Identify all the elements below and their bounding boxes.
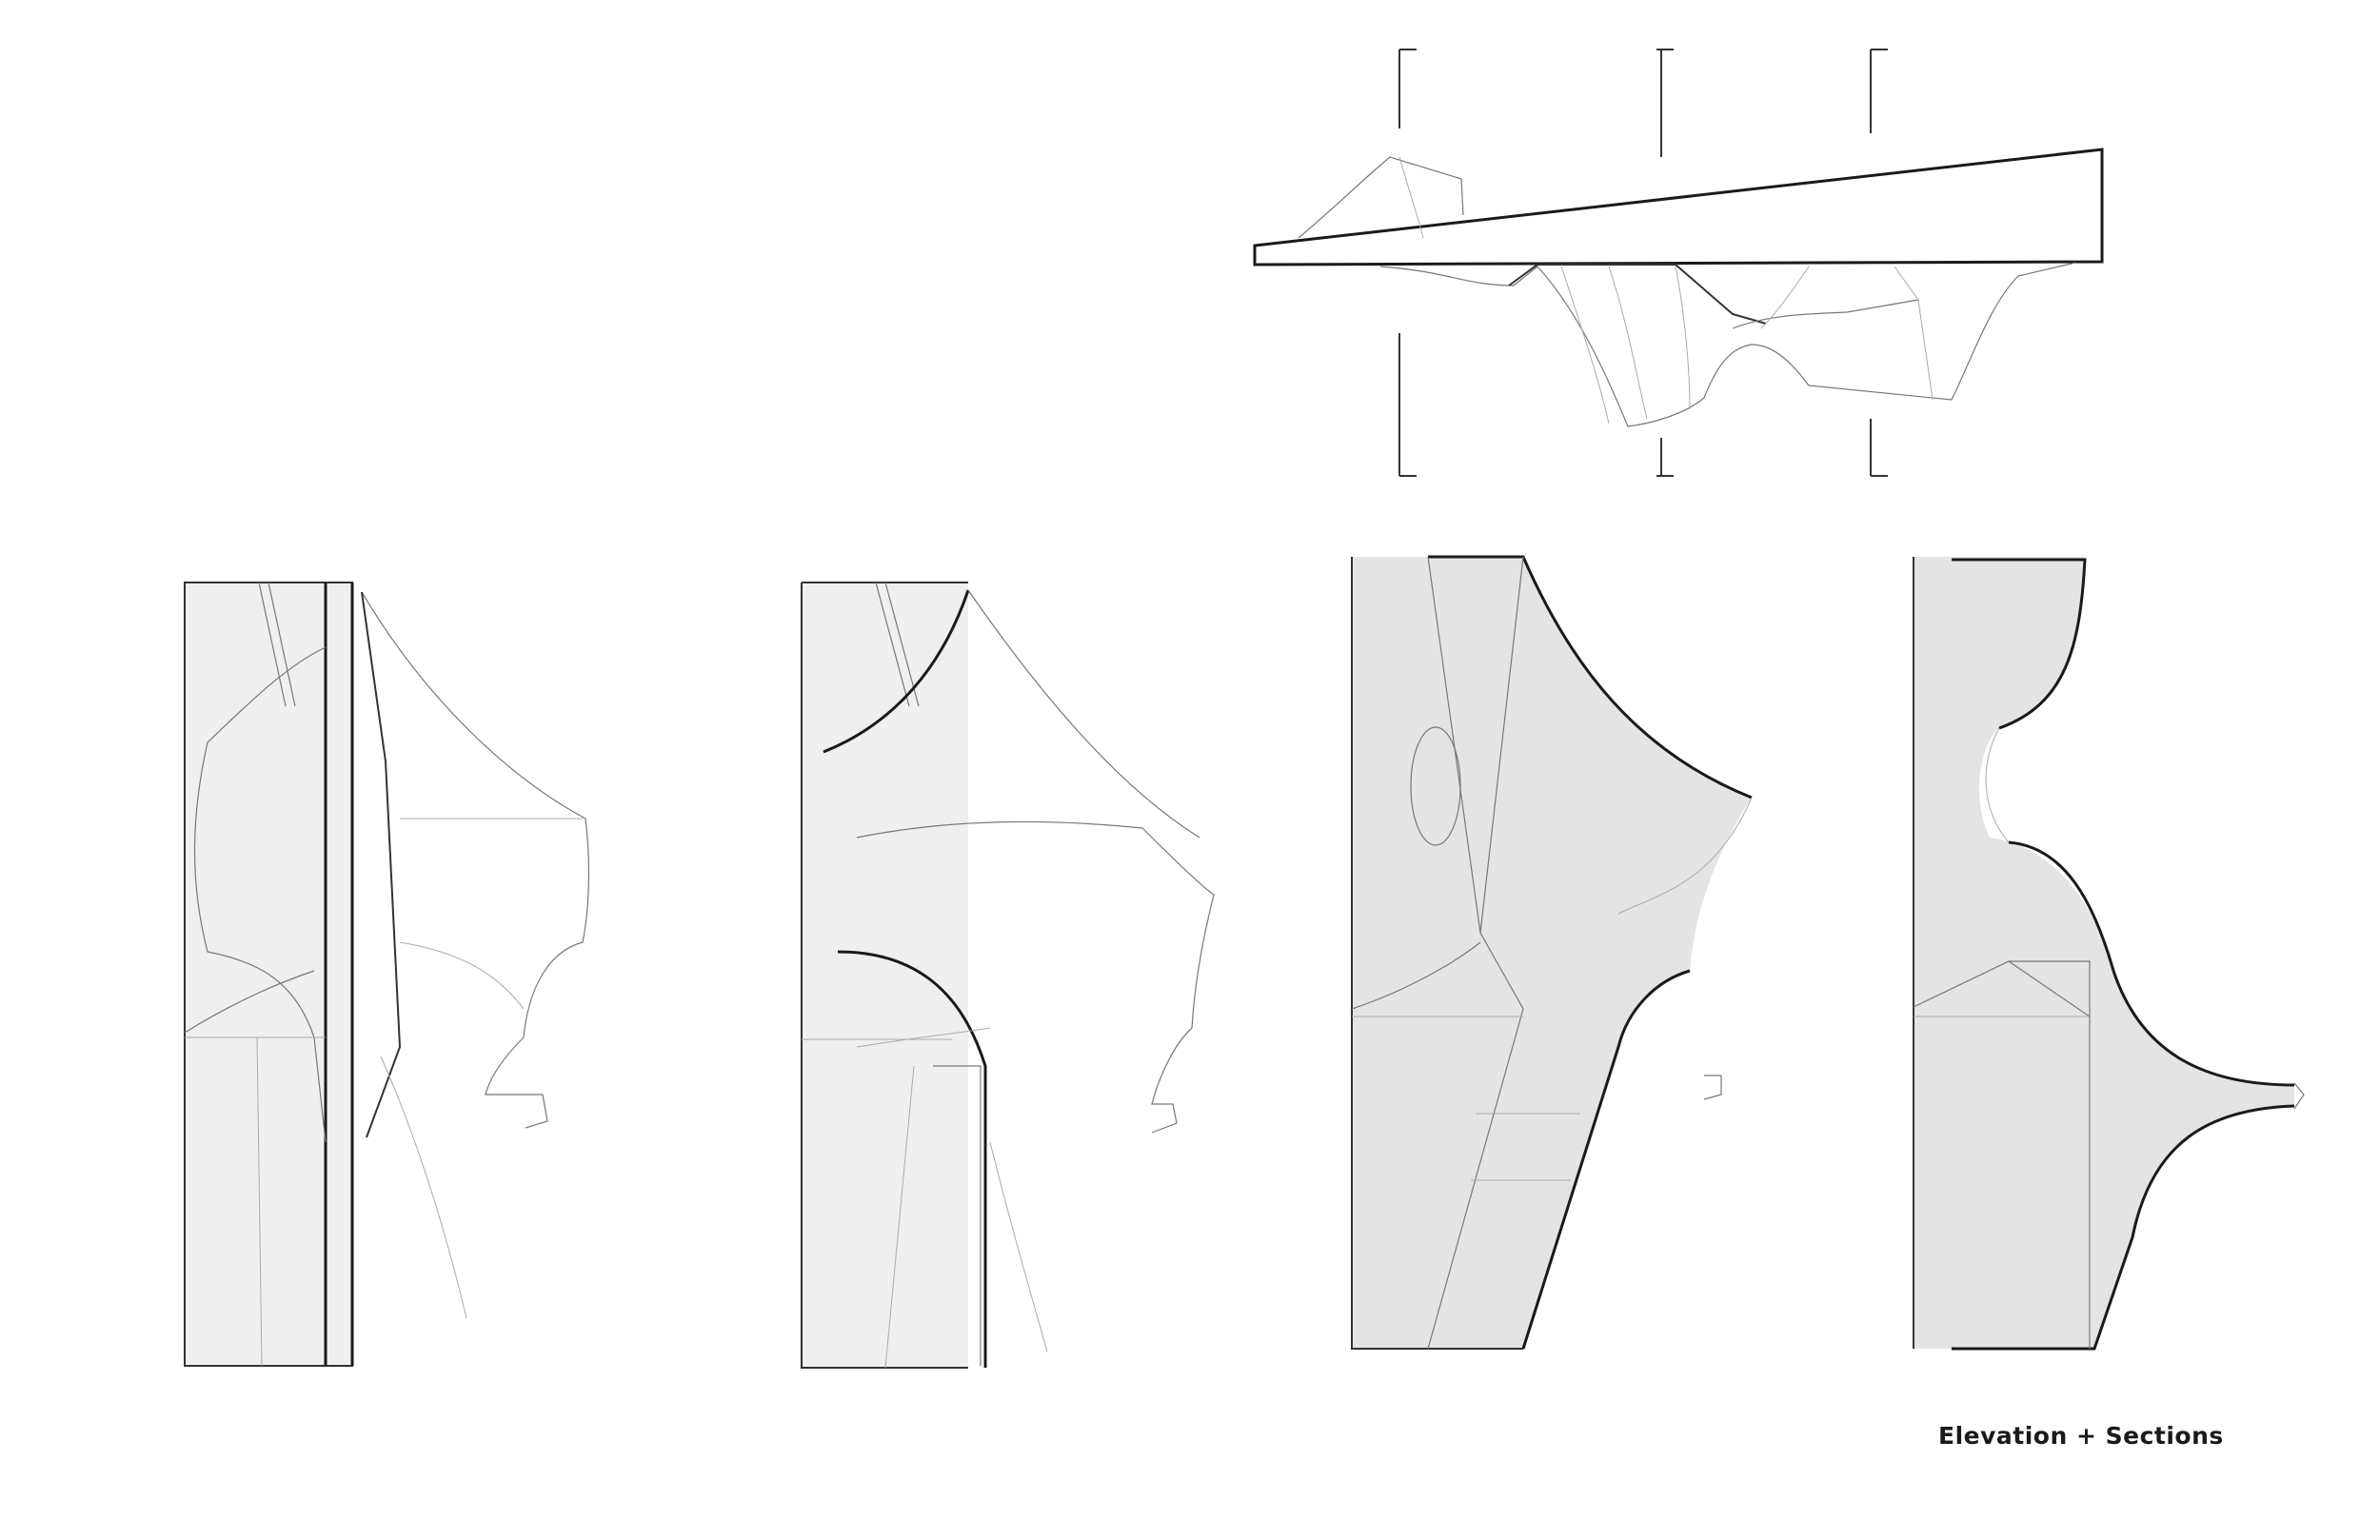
elevation-fin bbox=[1298, 156, 1464, 239]
section-3 bbox=[1351, 555, 1753, 1350]
drawing-caption: Elevation + Sections bbox=[1938, 1422, 2224, 1450]
section-1 bbox=[184, 582, 590, 1367]
section-4 bbox=[1913, 557, 2305, 1351]
elevation-shell bbox=[1379, 262, 2076, 427]
section-2 bbox=[801, 582, 1215, 1369]
elevation-slab bbox=[1253, 148, 2104, 267]
section-cut-markers bbox=[1398, 49, 1888, 477]
elevation-view bbox=[1253, 49, 2104, 477]
